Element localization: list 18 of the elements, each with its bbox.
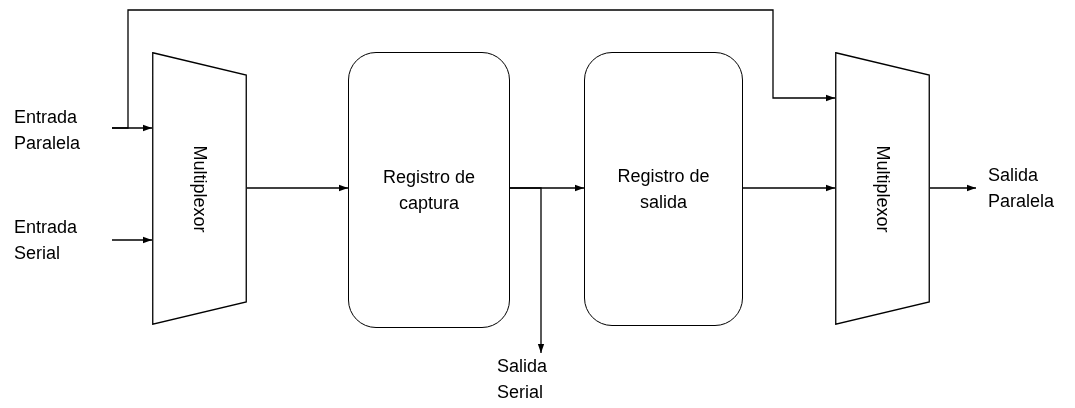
multiplexer-trapezoid: [152, 52, 247, 325]
register-box: [348, 52, 510, 328]
arrow: [246, 184, 349, 192]
arrow: [929, 184, 977, 192]
multiplexer-trapezoid: [835, 52, 930, 325]
signal-label: Entrada Paralela: [14, 106, 82, 155]
multiplexer-label: Multiplexor: [188, 145, 211, 232]
register-box: [584, 52, 743, 326]
arrow: [509, 187, 545, 354]
arrow: [111, 236, 153, 244]
arrow: [742, 184, 836, 192]
signal-label: Salida Paralela: [988, 164, 1056, 213]
register-label: Registro de captura: [381, 166, 477, 215]
arrow: [111, 9, 836, 129]
multiplexer-label: Multiplexor: [871, 145, 894, 232]
signal-label: Entrada Serial: [14, 216, 79, 265]
signal-label: Salida Serial: [497, 355, 549, 404]
register-label: Registro de salida: [616, 165, 711, 214]
